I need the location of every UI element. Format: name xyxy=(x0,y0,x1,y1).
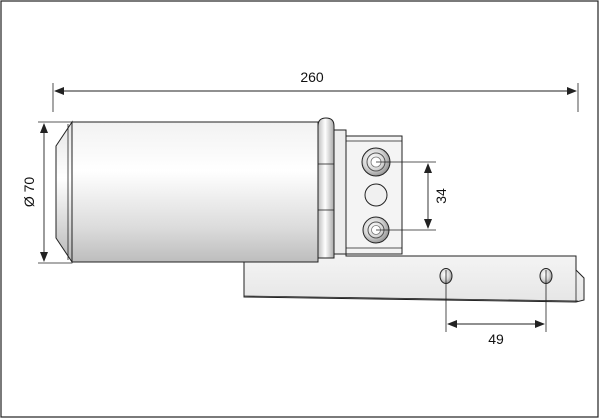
dimension-hole-spacing: 49 xyxy=(488,331,504,347)
plate-edge-line xyxy=(243,295,579,302)
dimension-diameter: Ø 70 xyxy=(21,177,37,208)
cylinder-body xyxy=(71,121,319,263)
dimension-bolt-spacing: 34 xyxy=(433,188,449,204)
cylinder-end-cap xyxy=(55,120,73,264)
dimension-overall-length: 260 xyxy=(300,69,324,85)
bolt-middle xyxy=(364,183,388,207)
hinge-knuckle xyxy=(317,117,335,259)
hinge-leaf xyxy=(333,129,347,255)
